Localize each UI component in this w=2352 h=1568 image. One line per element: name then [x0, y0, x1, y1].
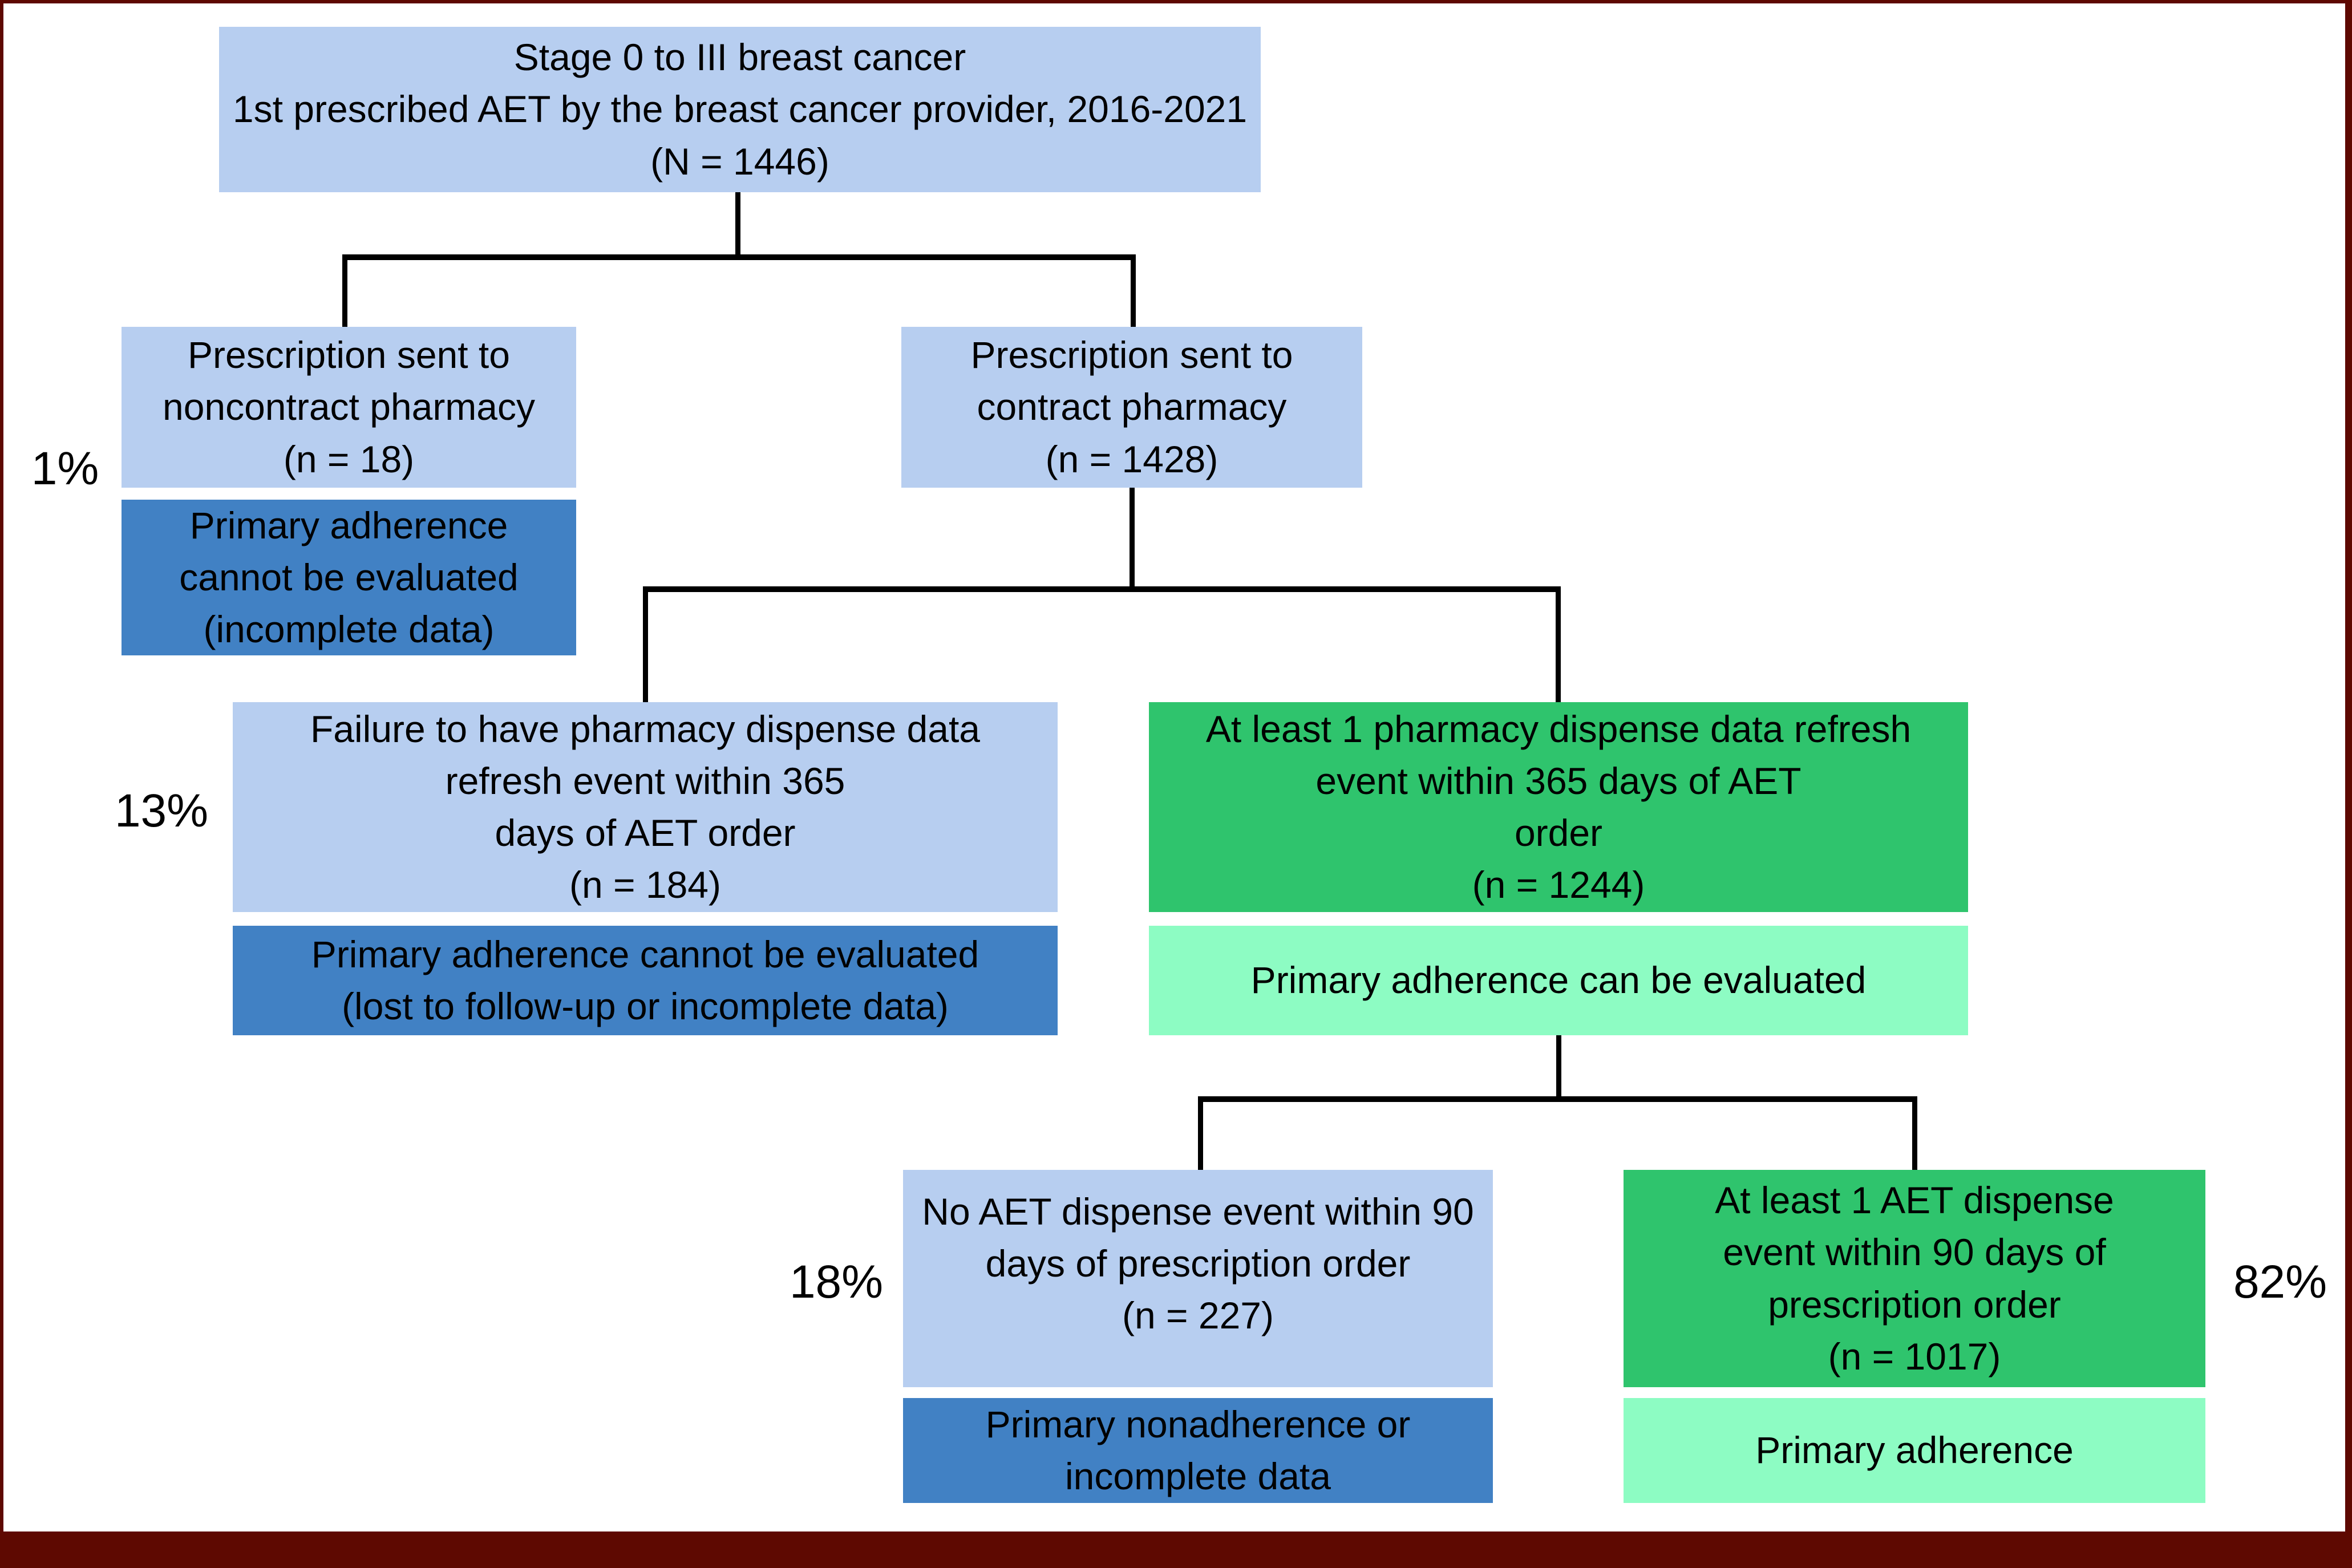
no-refresh-box: Failure to have pharmacy dispense data r… — [233, 702, 1058, 912]
root-box: Stage 0 to III breast cancer 1st prescri… — [219, 27, 1261, 192]
connector-contract-stem — [1130, 488, 1135, 591]
connector-refresh-stem — [1556, 1035, 1561, 1101]
connector-refresh-drop-left — [1198, 1096, 1203, 1170]
connector-contract-drop-left — [643, 586, 648, 703]
noncontract-box: Prescription sent to noncontract pharmac… — [122, 327, 576, 488]
connector-refresh-drop-right — [1912, 1096, 1917, 1170]
connector-refresh-bar — [1198, 1096, 1917, 1102]
no-refresh-outcome-box: Primary adherence cannot be evaluated (l… — [233, 926, 1058, 1035]
connector-root-drop-left — [342, 254, 347, 327]
connector-contract-bar — [643, 586, 1561, 592]
percent-label-no-refresh: 13% — [114, 785, 209, 837]
connector-root-bar — [342, 254, 1136, 260]
connector-root-drop-right — [1131, 254, 1136, 327]
connector-root-stem — [735, 192, 740, 260]
connector-contract-drop-right — [1556, 586, 1561, 703]
percent-label-noncontract: 1% — [31, 443, 99, 495]
percent-label-no-dispense: 18% — [789, 1256, 884, 1308]
refresh-box: At least 1 pharmacy dispense data refres… — [1149, 702, 1968, 912]
percent-label-dispense: 82% — [2233, 1256, 2327, 1308]
no-dispense-box: No AET dispense event within 90 days of … — [903, 1170, 1493, 1387]
no-dispense-outcome-box: Primary nonadherence or incomplete data — [903, 1398, 1493, 1503]
dispense-box: At least 1 AET dispense event within 90 … — [1624, 1170, 2205, 1387]
noncontract-outcome-box: Primary adherence cannot be evaluated (i… — [122, 500, 576, 655]
refresh-outcome-box: Primary adherence can be evaluated — [1149, 926, 1968, 1035]
contract-box: Prescription sent to contract pharmacy (… — [901, 327, 1362, 488]
dispense-outcome-box: Primary adherence — [1624, 1398, 2205, 1503]
